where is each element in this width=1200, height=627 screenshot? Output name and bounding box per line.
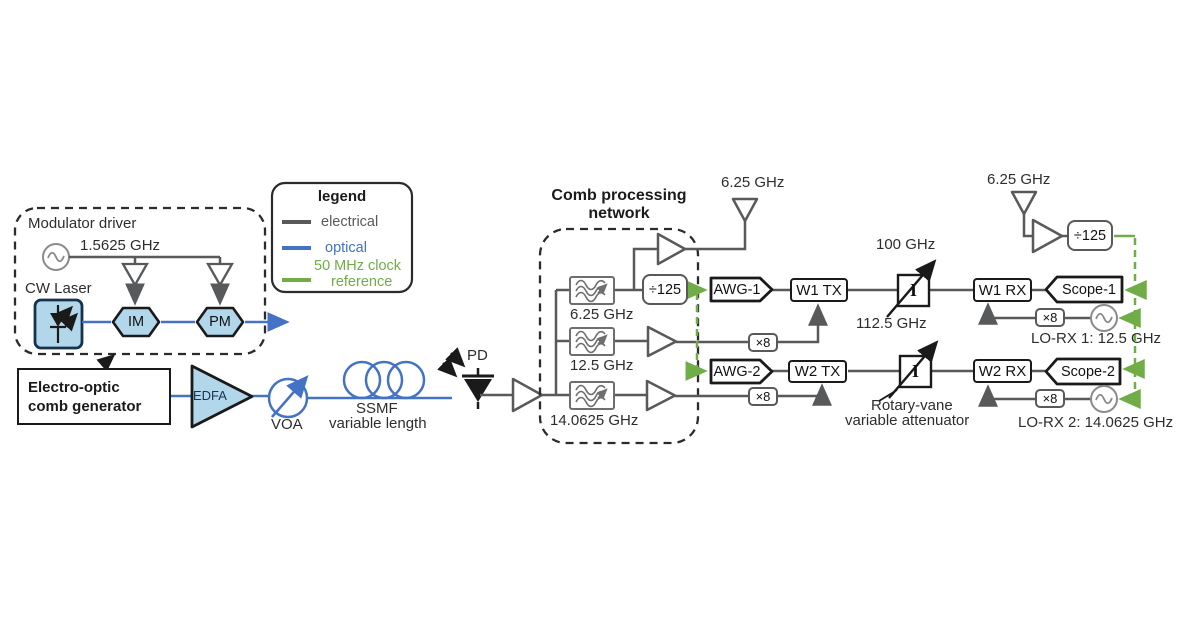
rx-clock-divider-box: ÷125: [1067, 220, 1113, 251]
osc-frequency-label: 1.5625 GHz: [80, 237, 161, 254]
comb-network-wiring: [554, 221, 748, 398]
filter1-label: 6.25 GHz: [570, 306, 634, 323]
comb-generator-label-box: Electro-optic comb generator: [17, 368, 171, 425]
legend-optical-label: optical: [325, 240, 367, 256]
link1-wiring: [772, 288, 1091, 344]
awg2-pentagon: [709, 358, 774, 385]
clock-reference-right: [1114, 234, 1147, 409]
bandpass-filter-icon: [569, 381, 615, 410]
amplifier-icon: [656, 232, 687, 266]
tx-antenna-icon: [731, 197, 759, 223]
modulator-driver-title: Modulator driver: [28, 215, 137, 232]
legend-clock-label-line1: 50 MHz clock: [314, 258, 402, 274]
voa-icon: [267, 375, 309, 419]
legend-box: [270, 181, 414, 294]
amplifier-icon: [511, 377, 544, 413]
cw-laser-label: CW Laser: [25, 280, 92, 297]
edfa-label: EDFA: [193, 387, 227, 403]
modulator-drive-wiring: [69, 255, 230, 306]
variable-attenuator-icon: [886, 259, 937, 318]
modulator-driver-box: [13, 206, 267, 356]
comb-network-title: Comb processing network: [529, 187, 709, 223]
ssmf-label-line1: SSMF: [356, 400, 398, 417]
rx-antenna-icon: [1010, 190, 1038, 216]
intensity-modulator-hexagon: [111, 306, 161, 338]
amplifier-icon: [121, 262, 149, 288]
attenuator1-symbol: I: [909, 280, 917, 300]
ssmf-fiber-coil-icon: [342, 360, 426, 400]
x8-multiplier-tx1: ×8: [748, 333, 778, 352]
lo-rx1-label: LO-RX 1: 12.5 GHz: [1031, 330, 1162, 347]
awg1-pentagon: [709, 276, 774, 303]
legend-clock-label-line2: reference: [331, 274, 393, 290]
voa-label: VOA: [271, 416, 303, 433]
amplifier-icon: [645, 379, 677, 412]
pm-label: PM: [209, 314, 231, 330]
w2-rx-box: W2 RX: [973, 359, 1032, 383]
clock-reference-left: [685, 280, 708, 381]
scope2-pentagon: [1044, 357, 1122, 386]
comb-network-box: [538, 227, 700, 445]
awg1-label: AWG-1: [713, 281, 761, 298]
rotary-vane-label-line1: Rotary-vane: [871, 397, 953, 414]
tx-antenna-label: 6.25 GHz: [721, 174, 785, 191]
amplifier-icon: [646, 325, 678, 358]
legend-electrical-label: electrical: [321, 214, 379, 230]
x8-multiplier-rx1: ×8: [1035, 308, 1065, 327]
rx-antenna-label: 6.25 GHz: [987, 171, 1051, 188]
scope2-label: Scope-2: [1060, 363, 1115, 380]
photodiode-icon: [437, 347, 494, 409]
x8-multiplier-rx2: ×8: [1035, 389, 1065, 408]
phase-modulator-hexagon: [195, 306, 245, 338]
im-label: IM: [127, 314, 145, 330]
filter2-label: 12.5 GHz: [570, 357, 634, 374]
bandpass-filter-icon: [569, 327, 615, 356]
lo-rx1-oscillator-icon: [1090, 304, 1118, 332]
ssmf-label-line2: variable length: [329, 415, 427, 432]
x8-multiplier-tx2: ×8: [748, 387, 778, 406]
bandpass-filter-icon: [569, 276, 615, 305]
comb-network-title-line1: Comb processing: [551, 187, 687, 204]
attenuator2-symbol: I: [911, 361, 919, 381]
cw-laser-icon: [33, 298, 84, 350]
carrier2-label: 112.5 GHz: [856, 315, 927, 332]
lo-rx2-label: LO-RX 2: 14.0625 GHz: [1018, 414, 1174, 431]
filter3-label: 14.0625 GHz: [550, 412, 639, 429]
clock-divider-box: ÷125: [642, 274, 688, 305]
comb-network-title-line2: network: [588, 205, 650, 222]
carrier1-label: 100 GHz: [876, 236, 936, 253]
comb-generator-name-line2: comb generator: [28, 397, 142, 415]
scope1-pentagon: [1044, 275, 1124, 304]
amplifier-icon: [1031, 218, 1064, 254]
awg2-label: AWG-2: [713, 363, 761, 380]
rotary-vane-attenuator-icon: [878, 340, 939, 402]
rotary-vane-label-line2: variable attenuator: [845, 412, 970, 429]
scope1-label: Scope-1: [1061, 281, 1116, 298]
edfa-icon: [190, 364, 254, 429]
rf-oscillator-icon: [42, 243, 70, 271]
lo-rx2-oscillator-icon: [1090, 385, 1118, 413]
pd-label: PD: [467, 347, 488, 364]
w1-rx-box: W1 RX: [973, 278, 1032, 302]
w2-tx-box: W2 TX: [788, 360, 847, 383]
legend-title: legend: [317, 188, 367, 205]
amplifier-icon: [206, 262, 234, 288]
w1-tx-box: W1 TX: [790, 278, 848, 302]
comb-generator-name-line1: Electro-optic: [28, 378, 120, 396]
